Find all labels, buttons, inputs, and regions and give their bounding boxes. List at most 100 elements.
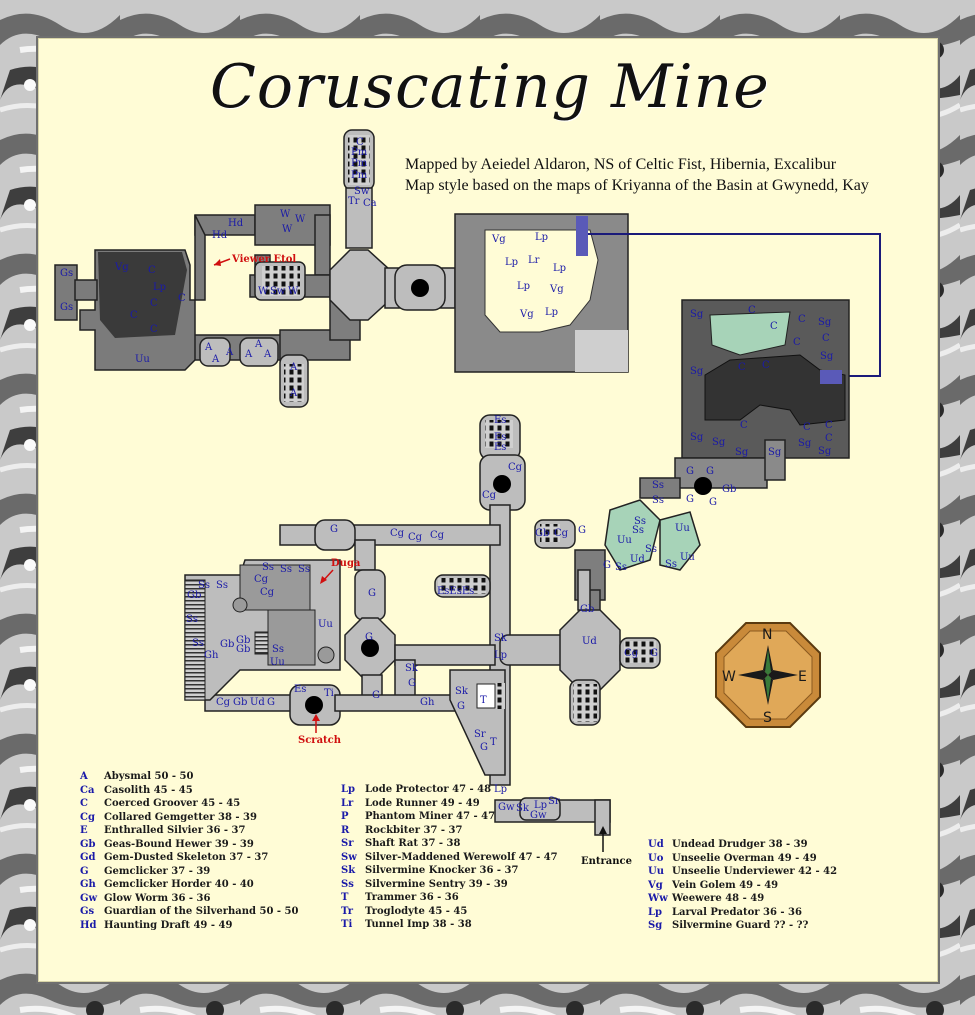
viewer-etol-note: Viewer Etol xyxy=(231,254,296,265)
label-c: C xyxy=(150,324,158,335)
label-es: Es xyxy=(294,684,306,695)
label-c: C xyxy=(822,333,830,344)
label-gs-2: Gs xyxy=(60,302,73,313)
map-creature-labels: Gs Gs Vg C Lp C C C C Uu Hd Hd W W W W S… xyxy=(60,137,834,821)
legend-code: Ca xyxy=(80,784,95,796)
label-w: W xyxy=(295,214,306,225)
legend-code: Sk xyxy=(341,865,356,876)
duga-note: Duga xyxy=(331,558,361,569)
legend-creature-name: Rockbiter 37 - 37 xyxy=(365,824,463,836)
legend-creature-name: Silvermine Sentry 39 - 39 xyxy=(365,878,508,890)
northwest-area xyxy=(54,129,456,408)
legend-creature-name: Unseelie Overman 49 - 49 xyxy=(672,852,817,864)
label-pm: Pm xyxy=(351,170,368,181)
label-a: A xyxy=(289,362,298,373)
label-c: C xyxy=(793,337,801,348)
label-cg: Cg xyxy=(482,490,497,501)
legend-creature-name: Geas-Bound Hewer 39 - 39 xyxy=(104,838,254,850)
legend-creature-name: Glow Worm 36 - 36 xyxy=(104,892,211,904)
label-c: C xyxy=(748,305,756,316)
label-eseses: EsEsEs xyxy=(437,586,474,597)
label-ss: Ss xyxy=(216,580,228,591)
legend-code: Gb xyxy=(80,838,96,850)
label-g: G xyxy=(480,742,488,753)
legend-creature-name: Unseelie Underviewer 42 - 42 xyxy=(672,866,838,877)
compass-n: N xyxy=(762,627,772,643)
label-sk: Sk xyxy=(405,663,419,674)
label-gb: Gb xyxy=(187,590,201,601)
northeast-room xyxy=(454,213,881,377)
legend-code: Sg xyxy=(648,920,663,931)
label-tr: Tr xyxy=(348,196,360,207)
legend-code: Ud xyxy=(648,839,664,850)
legend-creature-name: Trammer 36 - 36 xyxy=(365,892,459,903)
label-c: C xyxy=(798,314,806,325)
legend-code: Sw xyxy=(341,851,357,863)
label-ss: Ss xyxy=(298,564,310,575)
legend-code: A xyxy=(80,771,88,782)
label-gs-1: Gs xyxy=(60,268,73,279)
legend-code: Sr xyxy=(341,838,354,849)
legend-creature-name: Lode Protector 47 - 48 xyxy=(365,784,492,795)
label-g: G xyxy=(686,466,694,477)
label-hd: Hd xyxy=(212,230,228,241)
compass-s: S xyxy=(763,710,772,726)
label-g: G xyxy=(578,525,586,536)
label-c: C xyxy=(762,360,770,371)
label-hd: Hd xyxy=(228,218,244,229)
label-g: G xyxy=(686,494,694,505)
label-w: W xyxy=(258,286,269,297)
legend-creature-name: Vein Golem 49 - 49 xyxy=(672,879,779,891)
legend-code: Lr xyxy=(341,797,354,809)
legend-code: Lp xyxy=(341,784,356,795)
label-sg: Sg xyxy=(735,447,749,458)
label-lp: Lp xyxy=(553,263,566,274)
label-pm: Pm xyxy=(351,158,368,169)
label-c: C xyxy=(825,433,833,444)
label-a: A xyxy=(254,339,263,350)
legend-code: C xyxy=(80,798,88,809)
label-uu: Uu xyxy=(135,354,150,365)
map-title: Coruscating Mine xyxy=(210,52,770,122)
label-sk: Sk xyxy=(516,803,530,814)
label-ss: Ss xyxy=(665,559,677,570)
label-c: C xyxy=(178,293,186,304)
label-ud: Ud xyxy=(630,554,645,565)
label-ss: Ss xyxy=(615,562,627,573)
label-gb: Gb xyxy=(580,604,594,615)
legend-entry: Lp Lode Protector 47 - 48 xyxy=(341,783,558,797)
label-ss: Ss xyxy=(652,495,664,506)
label-g: G xyxy=(603,560,611,571)
credit-line-1: Mapped by Aeiedel Aldaron, NS of Celtic … xyxy=(405,156,837,173)
label-es: Es xyxy=(494,415,506,426)
label-ti: Ti xyxy=(324,688,334,699)
label-ud: Ud xyxy=(582,636,597,647)
label-w: W xyxy=(282,224,293,235)
legend-creature-name: Abysmal 50 - 50 xyxy=(104,771,194,782)
legend-creature-name: Gemclicker 37 - 39 xyxy=(104,865,211,877)
legend-entry: A Abysmal 50 - 50 xyxy=(80,770,298,784)
legend-creature-name: Silvermine Guard ?? - ?? xyxy=(672,920,809,931)
legend-code: G xyxy=(80,865,89,877)
label-lp: Lp xyxy=(545,307,558,318)
label-cg: Cg xyxy=(216,697,231,708)
label-sw: Sw xyxy=(270,286,286,297)
label-g: G xyxy=(365,632,373,643)
legend-entry: Gb Geas-Bound Hewer 39 - 39 xyxy=(80,838,298,852)
label-g: G xyxy=(706,466,714,477)
legend-creature-name: Silvermine Knocker 36 - 37 xyxy=(365,865,519,876)
label-ss: Ss xyxy=(198,580,210,591)
